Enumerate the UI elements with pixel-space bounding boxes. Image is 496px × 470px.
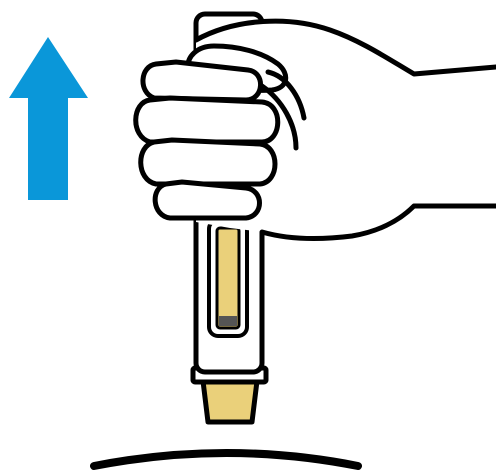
finger-ring [141,140,275,184]
medicine-window [217,228,239,328]
plunger-stopper [219,316,237,326]
finger-middle [136,98,278,142]
finger-little [155,182,259,218]
finger-index [143,62,261,100]
up-arrow-icon [9,37,88,200]
needle-cap [203,381,257,422]
skin-surface [94,453,358,466]
